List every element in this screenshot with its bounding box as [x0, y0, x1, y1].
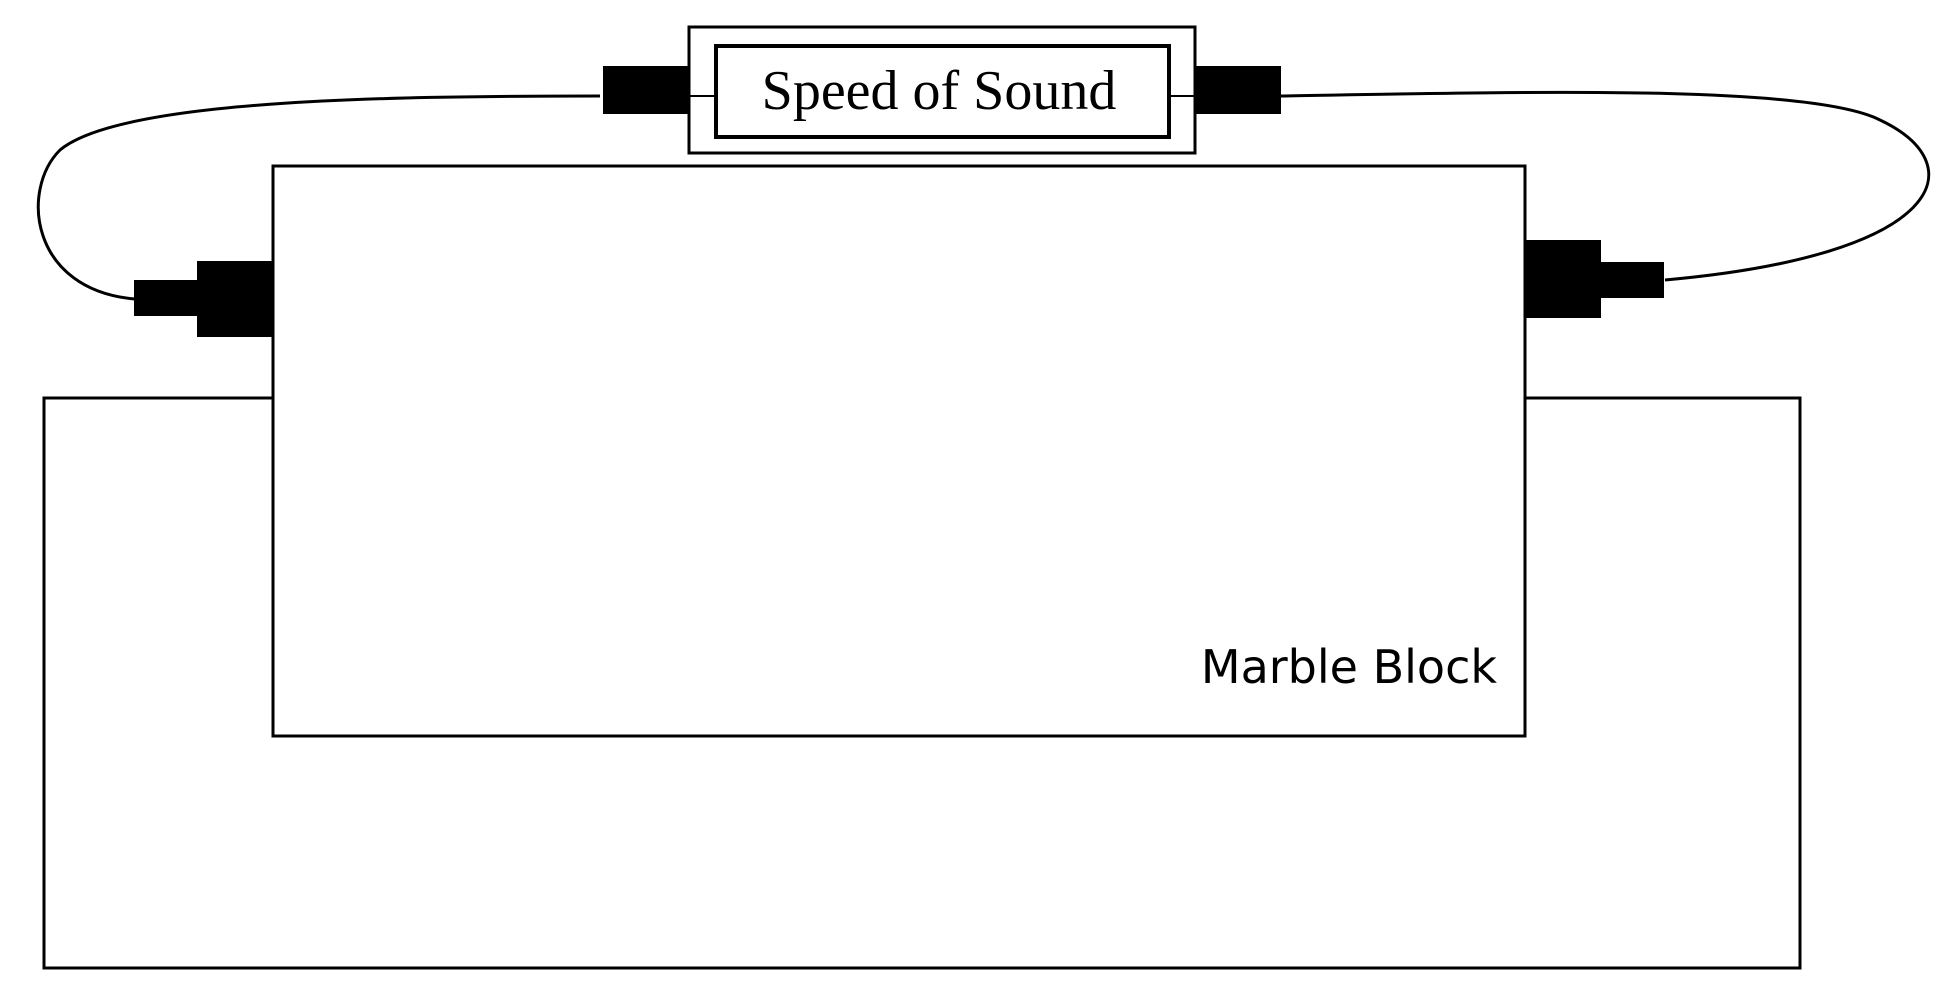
instrument-inner-frame: [714, 44, 1171, 139]
right-transducer-body: [1525, 240, 1601, 318]
right-cable: [1279, 90, 1931, 282]
right-transducer-plug: [1599, 262, 1664, 298]
left-cable: [36, 94, 601, 301]
marble-block-label: Marble Block: [1201, 640, 1497, 694]
instrument-left-connector: [603, 66, 689, 114]
speed-of-sound-instrument: Speed of Sound: [603, 25, 1281, 155]
right-transducer: [1525, 240, 1664, 318]
left-transducer: [134, 261, 273, 337]
left-transducer-plug: [134, 280, 199, 316]
marble-block: [271, 164, 1527, 738]
left-transducer-body: [197, 261, 273, 337]
instrument-label: Speed of Sound: [762, 60, 1117, 122]
instrument-right-connector: [1195, 66, 1281, 114]
